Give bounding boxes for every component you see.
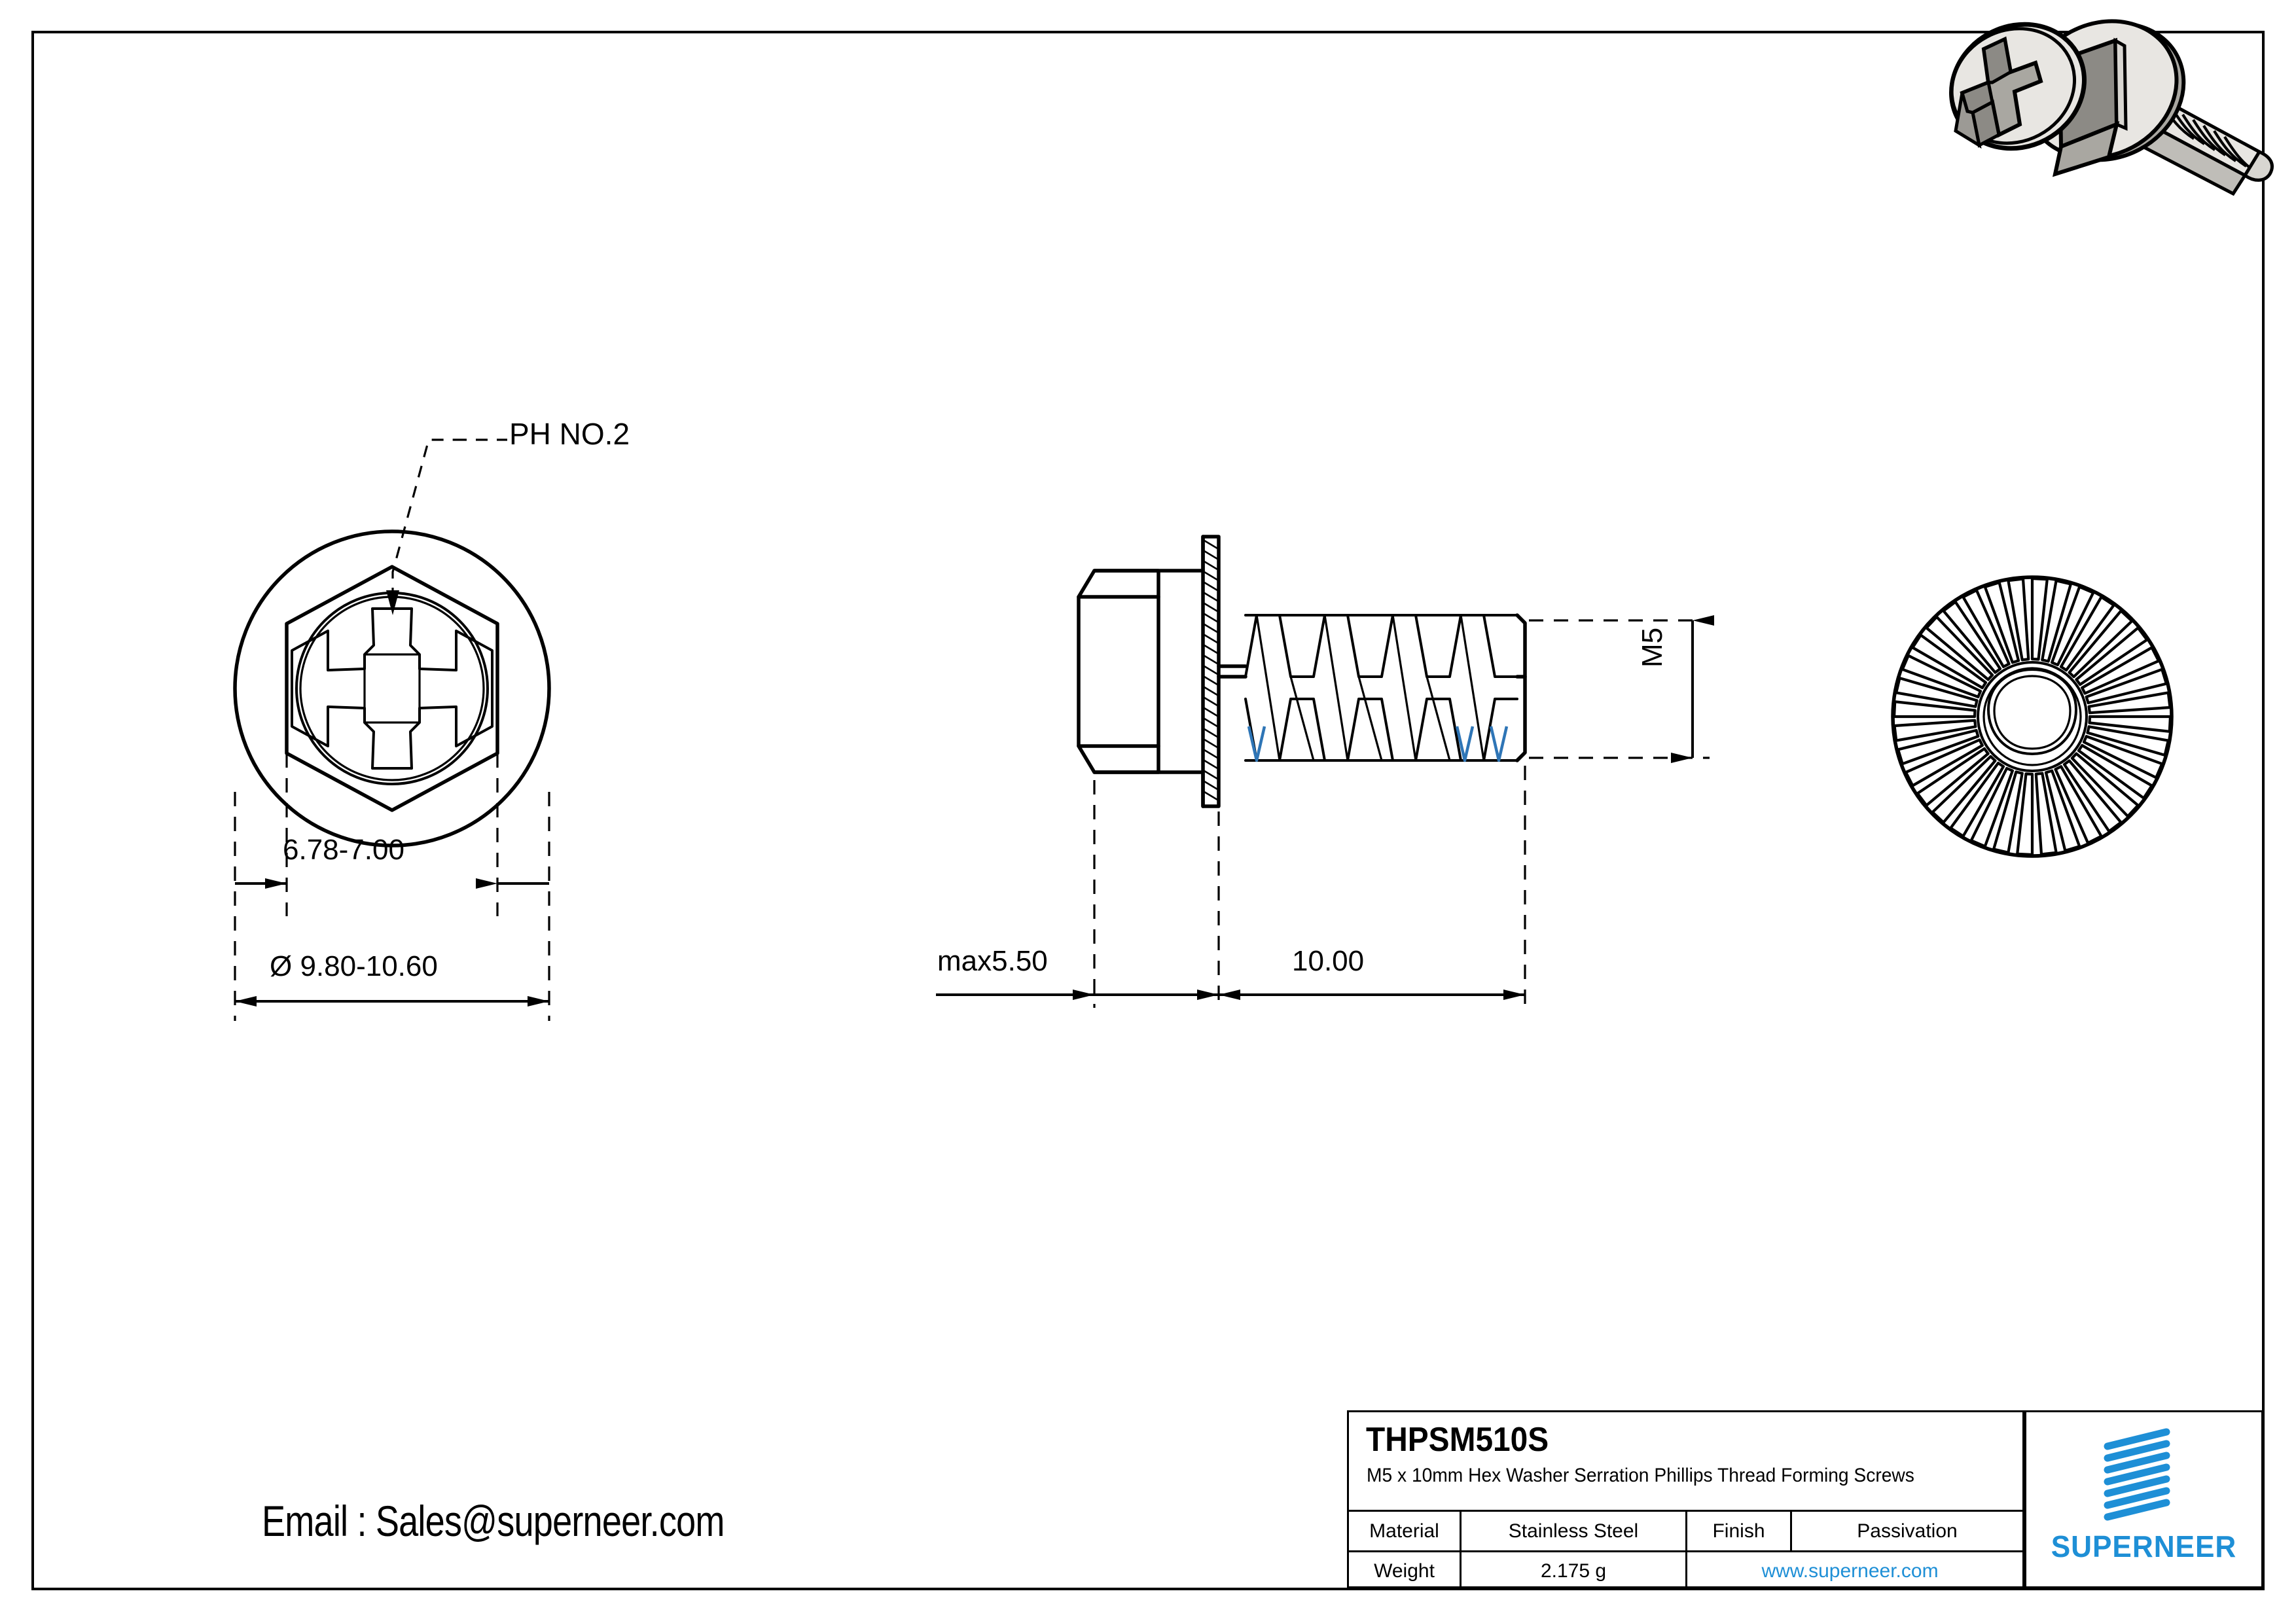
website-link[interactable]: www.superneer.com bbox=[1761, 1560, 1939, 1582]
weight-label: Weight bbox=[1349, 1552, 1462, 1590]
front-view-dim-across-flats: 6.78-7.00 bbox=[283, 834, 404, 866]
title-block-part-row: THPSM510S M5 x 10mm Hex Washer Serration… bbox=[1349, 1412, 2022, 1512]
part-description: M5 x 10mm Hex Washer Serration Phillips … bbox=[1367, 1465, 1914, 1486]
title-block-weight-row: Weight 2.175 g www.superneer.com bbox=[1349, 1552, 2022, 1590]
title-block-info: THPSM510S M5 x 10mm Hex Washer Serration… bbox=[1347, 1410, 2024, 1590]
title-block-material-row: Material Stainless Steel Finish Passivat… bbox=[1349, 1512, 2022, 1552]
drawing-frame-border bbox=[31, 31, 2265, 1590]
contact-email: Email : Sales@superneer.com bbox=[262, 1497, 725, 1545]
material-label: Material bbox=[1349, 1512, 1462, 1550]
side-view-dim-thread-size: M5 bbox=[1636, 627, 1668, 668]
material-value: Stainless Steel bbox=[1462, 1512, 1687, 1550]
side-view-dim-head-height: max5.50 bbox=[937, 945, 1048, 977]
title-block: THPSM510S M5 x 10mm Hex Washer Serration… bbox=[1347, 1410, 2263, 1590]
front-view-callout-ph-no2: PH NO.2 bbox=[509, 417, 630, 451]
side-view-dim-thread-length: 10.00 bbox=[1292, 945, 1365, 977]
part-number: THPSM510S bbox=[1366, 1421, 1549, 1459]
brand-logo-cell: SUPERNEER bbox=[2024, 1410, 2263, 1588]
front-view-dim-flange-diameter: Ø 9.80-10.60 bbox=[270, 950, 438, 982]
weight-value: 2.175 g bbox=[1462, 1552, 1687, 1590]
brand-name: SUPERNEER bbox=[2051, 1529, 2237, 1563]
finish-value: Passivation bbox=[1857, 1520, 1958, 1542]
superneer-logo-icon bbox=[2104, 1428, 2170, 1521]
finish-label: Finish bbox=[1687, 1512, 1792, 1550]
